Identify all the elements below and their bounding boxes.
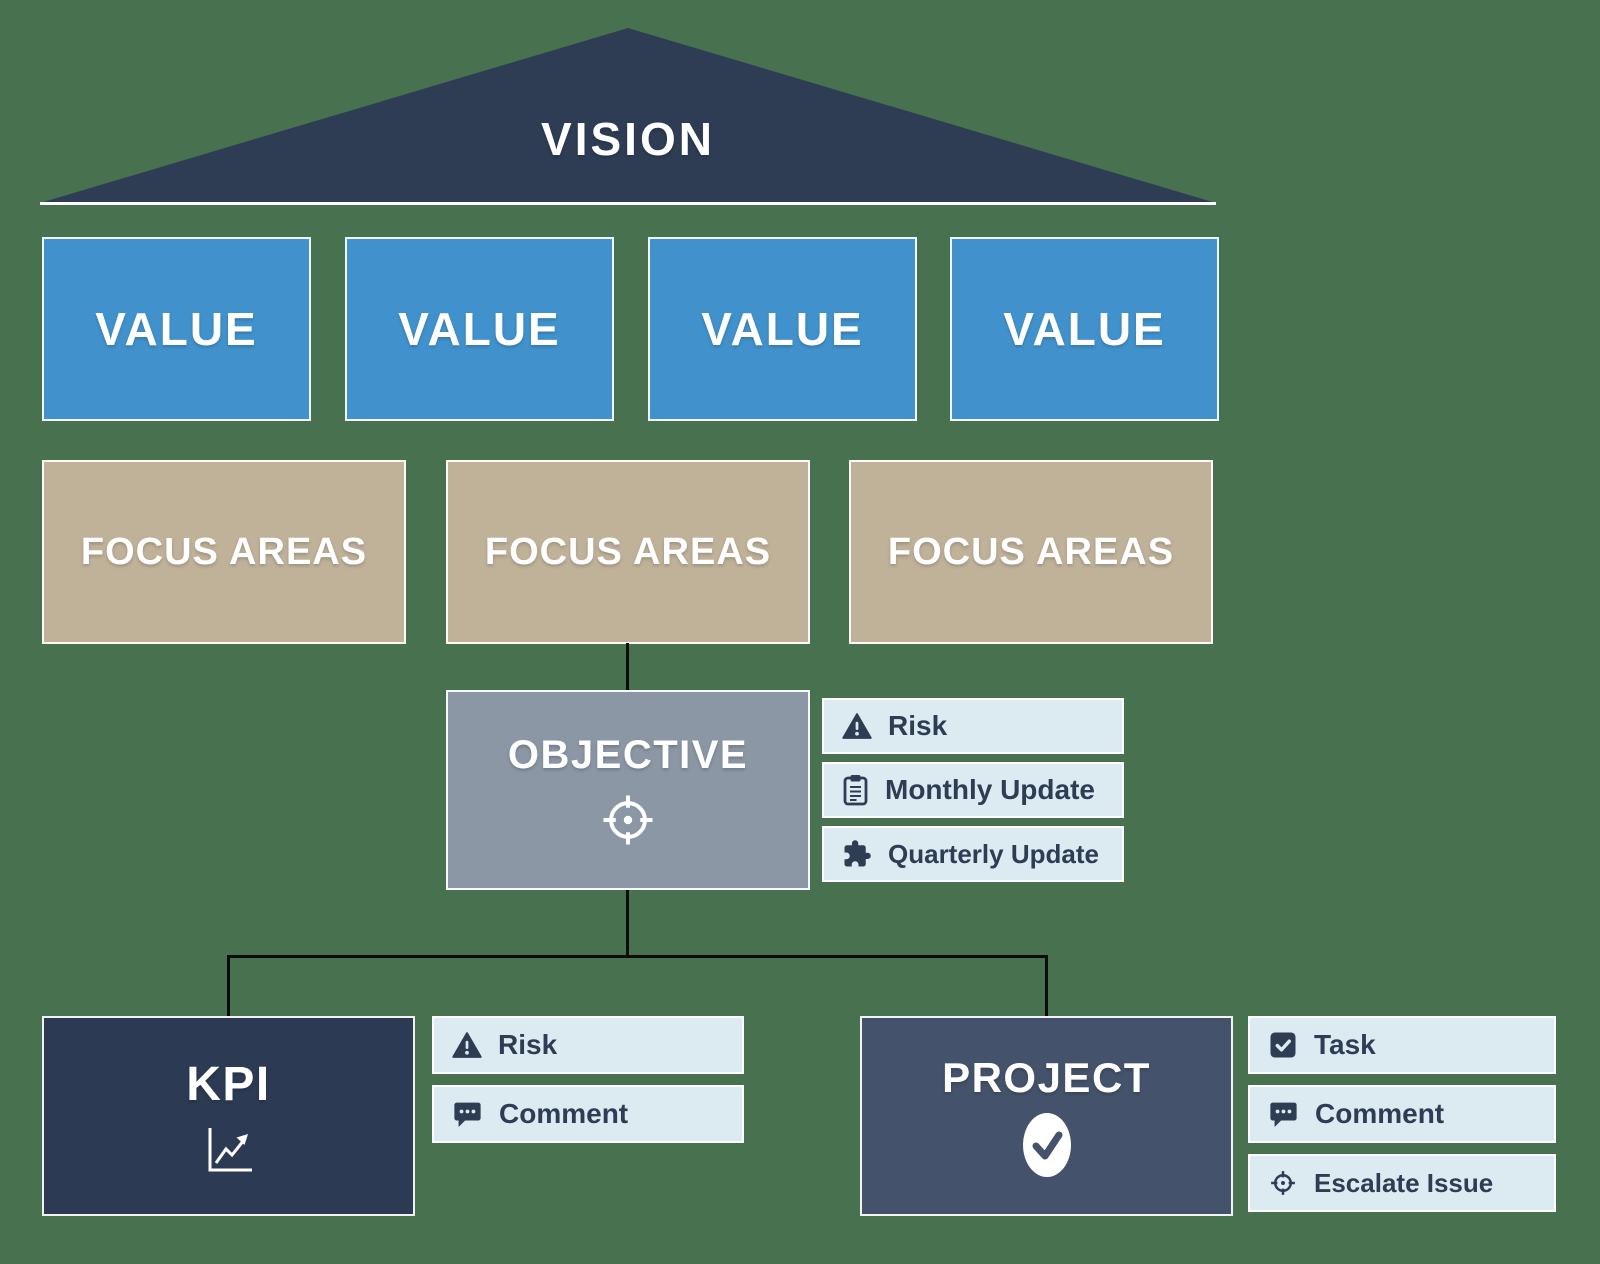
focus-areas-box-3: FOCUS AREAS <box>849 460 1213 644</box>
objective-action-quarterly-update: Quarterly Update <box>822 826 1124 882</box>
comment-icon <box>454 1102 481 1127</box>
project-label: PROJECT <box>942 1054 1151 1101</box>
objective-label: OBJECTIVE <box>507 732 749 777</box>
comment-icon <box>1270 1102 1297 1127</box>
line-chart-icon <box>208 1127 252 1171</box>
project-action-label: Task <box>1314 1029 1376 1060</box>
project-action-comment: Comment <box>1248 1085 1556 1143</box>
kpi-action-label: Comment <box>499 1098 629 1129</box>
objective-box: OBJECTIVE <box>446 690 810 890</box>
checkbox-icon <box>1270 1032 1296 1058</box>
warning-icon <box>452 1032 482 1058</box>
value-box-1: VALUE <box>42 237 311 421</box>
project-action-escalate-issue: Escalate Issue <box>1248 1154 1556 1212</box>
connector-to-kpi <box>227 955 230 1016</box>
project-action-label: Comment <box>1315 1098 1445 1129</box>
connector-to-project <box>1045 955 1048 1016</box>
connector-objective-down <box>626 890 629 958</box>
value-box-3: VALUE <box>648 237 917 421</box>
objective-action-risk: Risk <box>822 698 1124 754</box>
vision-roof-baseline <box>40 202 1216 205</box>
connector-focus-to-objective <box>626 643 629 690</box>
project-action-label: Escalate Issue <box>1314 1167 1494 1198</box>
crosshair-icon <box>1271 1171 1295 1195</box>
check-circle-icon <box>1022 1113 1071 1177</box>
puzzle-icon <box>844 840 871 867</box>
objective-action-label: Monthly Update <box>885 774 1095 805</box>
kpi-action-comment: Comment <box>432 1085 744 1143</box>
connector-branch-horizontal <box>227 955 1048 958</box>
focus-areas-box-1: FOCUS AREAS <box>42 460 406 644</box>
vision-label: VISION <box>541 113 715 165</box>
kpi-action-label: Risk <box>498 1029 558 1060</box>
kpi-box: KPI <box>42 1016 415 1216</box>
target-icon <box>603 795 653 844</box>
project-action-task: Task <box>1248 1016 1556 1074</box>
clipboard-icon <box>843 775 868 806</box>
focus-areas-box-2: FOCUS AREAS <box>446 460 810 644</box>
objective-action-monthly-update: Monthly Update <box>822 762 1124 818</box>
kpi-label: KPI <box>186 1057 271 1111</box>
project-box: PROJECT <box>860 1016 1233 1216</box>
warning-icon <box>842 713 872 739</box>
value-box-2: VALUE <box>345 237 614 421</box>
objective-action-label: Quarterly Update <box>888 838 1099 869</box>
objective-action-label: Risk <box>888 710 948 741</box>
value-box-4: VALUE <box>950 237 1219 421</box>
kpi-action-risk: Risk <box>432 1016 744 1074</box>
